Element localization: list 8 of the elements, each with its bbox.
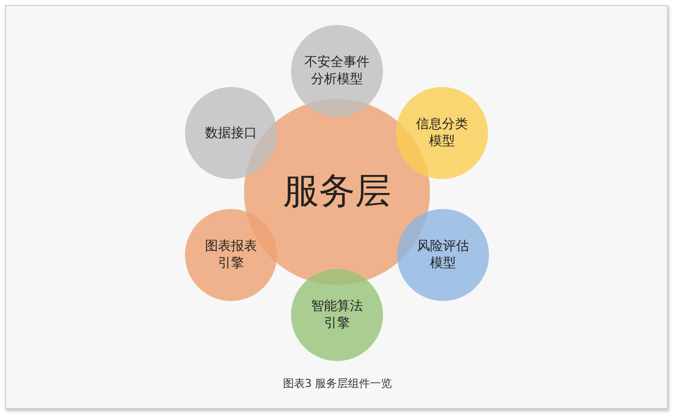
component-label: 数据接口 xyxy=(204,124,258,142)
component-label: 图表报表引擎 xyxy=(204,238,258,272)
component-label: 不安全事件分析模型 xyxy=(304,54,370,88)
figure-caption: 图表3 服务层组件一览 xyxy=(282,376,394,391)
component-label: 信息分类模型 xyxy=(415,116,469,150)
component-label: 风险评估模型 xyxy=(416,238,470,272)
component-label: 智能算法引擎 xyxy=(310,298,364,332)
center-label: 服务层 xyxy=(282,171,392,213)
